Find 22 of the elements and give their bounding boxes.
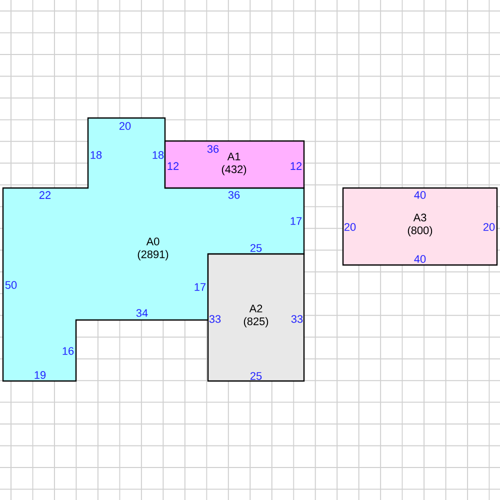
dimension-label: 40 <box>414 191 426 199</box>
dimension-label: 19 <box>34 371 46 379</box>
dimension-label: 17 <box>194 283 206 291</box>
dimension-label: 34 <box>136 309 148 317</box>
dimension-label: 20 <box>344 223 356 231</box>
dimension-label: 40 <box>414 255 426 263</box>
dimension-label: 16 <box>62 347 74 355</box>
dimension-label: 36 <box>228 191 240 199</box>
dimension-label: 22 <box>39 191 51 199</box>
dimension-label: 25 <box>250 244 262 252</box>
dimension-label: 25 <box>250 372 262 380</box>
dimension-label: 12 <box>290 162 302 170</box>
dimension-label: 20 <box>483 223 495 231</box>
dimension-label: 18 <box>152 151 164 159</box>
dimension-label: 18 <box>90 151 102 159</box>
dimension-label: 17 <box>290 217 302 225</box>
dimension-label: 33 <box>291 315 303 323</box>
dimension-label: 36 <box>207 145 219 153</box>
dimension-label: 50 <box>5 281 17 289</box>
dimension-label: 12 <box>168 162 179 170</box>
dimension-label: 33 <box>209 315 221 323</box>
dimension-label: 20 <box>119 122 131 130</box>
